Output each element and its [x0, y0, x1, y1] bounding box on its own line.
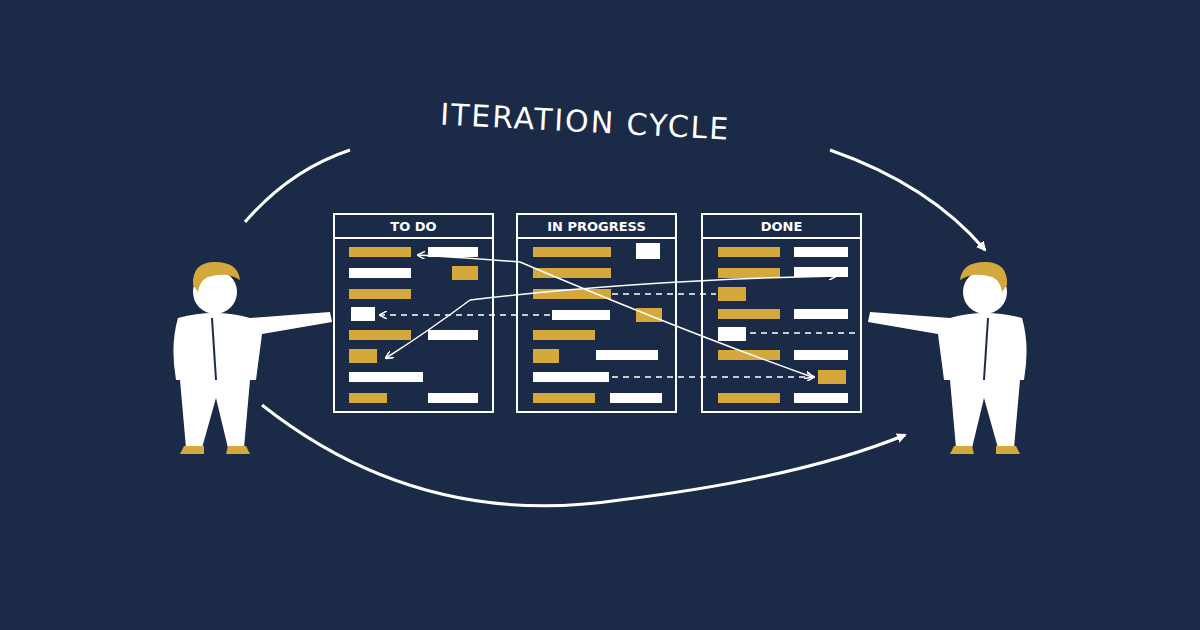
task-bars — [349, 243, 848, 403]
person-figure — [868, 262, 1027, 454]
column-heading: DONE — [703, 215, 860, 239]
person-figure — [173, 262, 332, 454]
kanban-column: TO DO — [333, 213, 494, 413]
kanban-column: IN PROGRESS — [516, 213, 677, 413]
diagram-title: ITERATION CYCLE — [439, 96, 731, 146]
kanban-column: DONE — [701, 213, 862, 413]
column-heading: TO DO — [335, 215, 492, 239]
cycle-arc — [245, 150, 985, 506]
column-heading: IN PROGRESS — [518, 215, 675, 239]
task-arrows — [380, 255, 862, 377]
